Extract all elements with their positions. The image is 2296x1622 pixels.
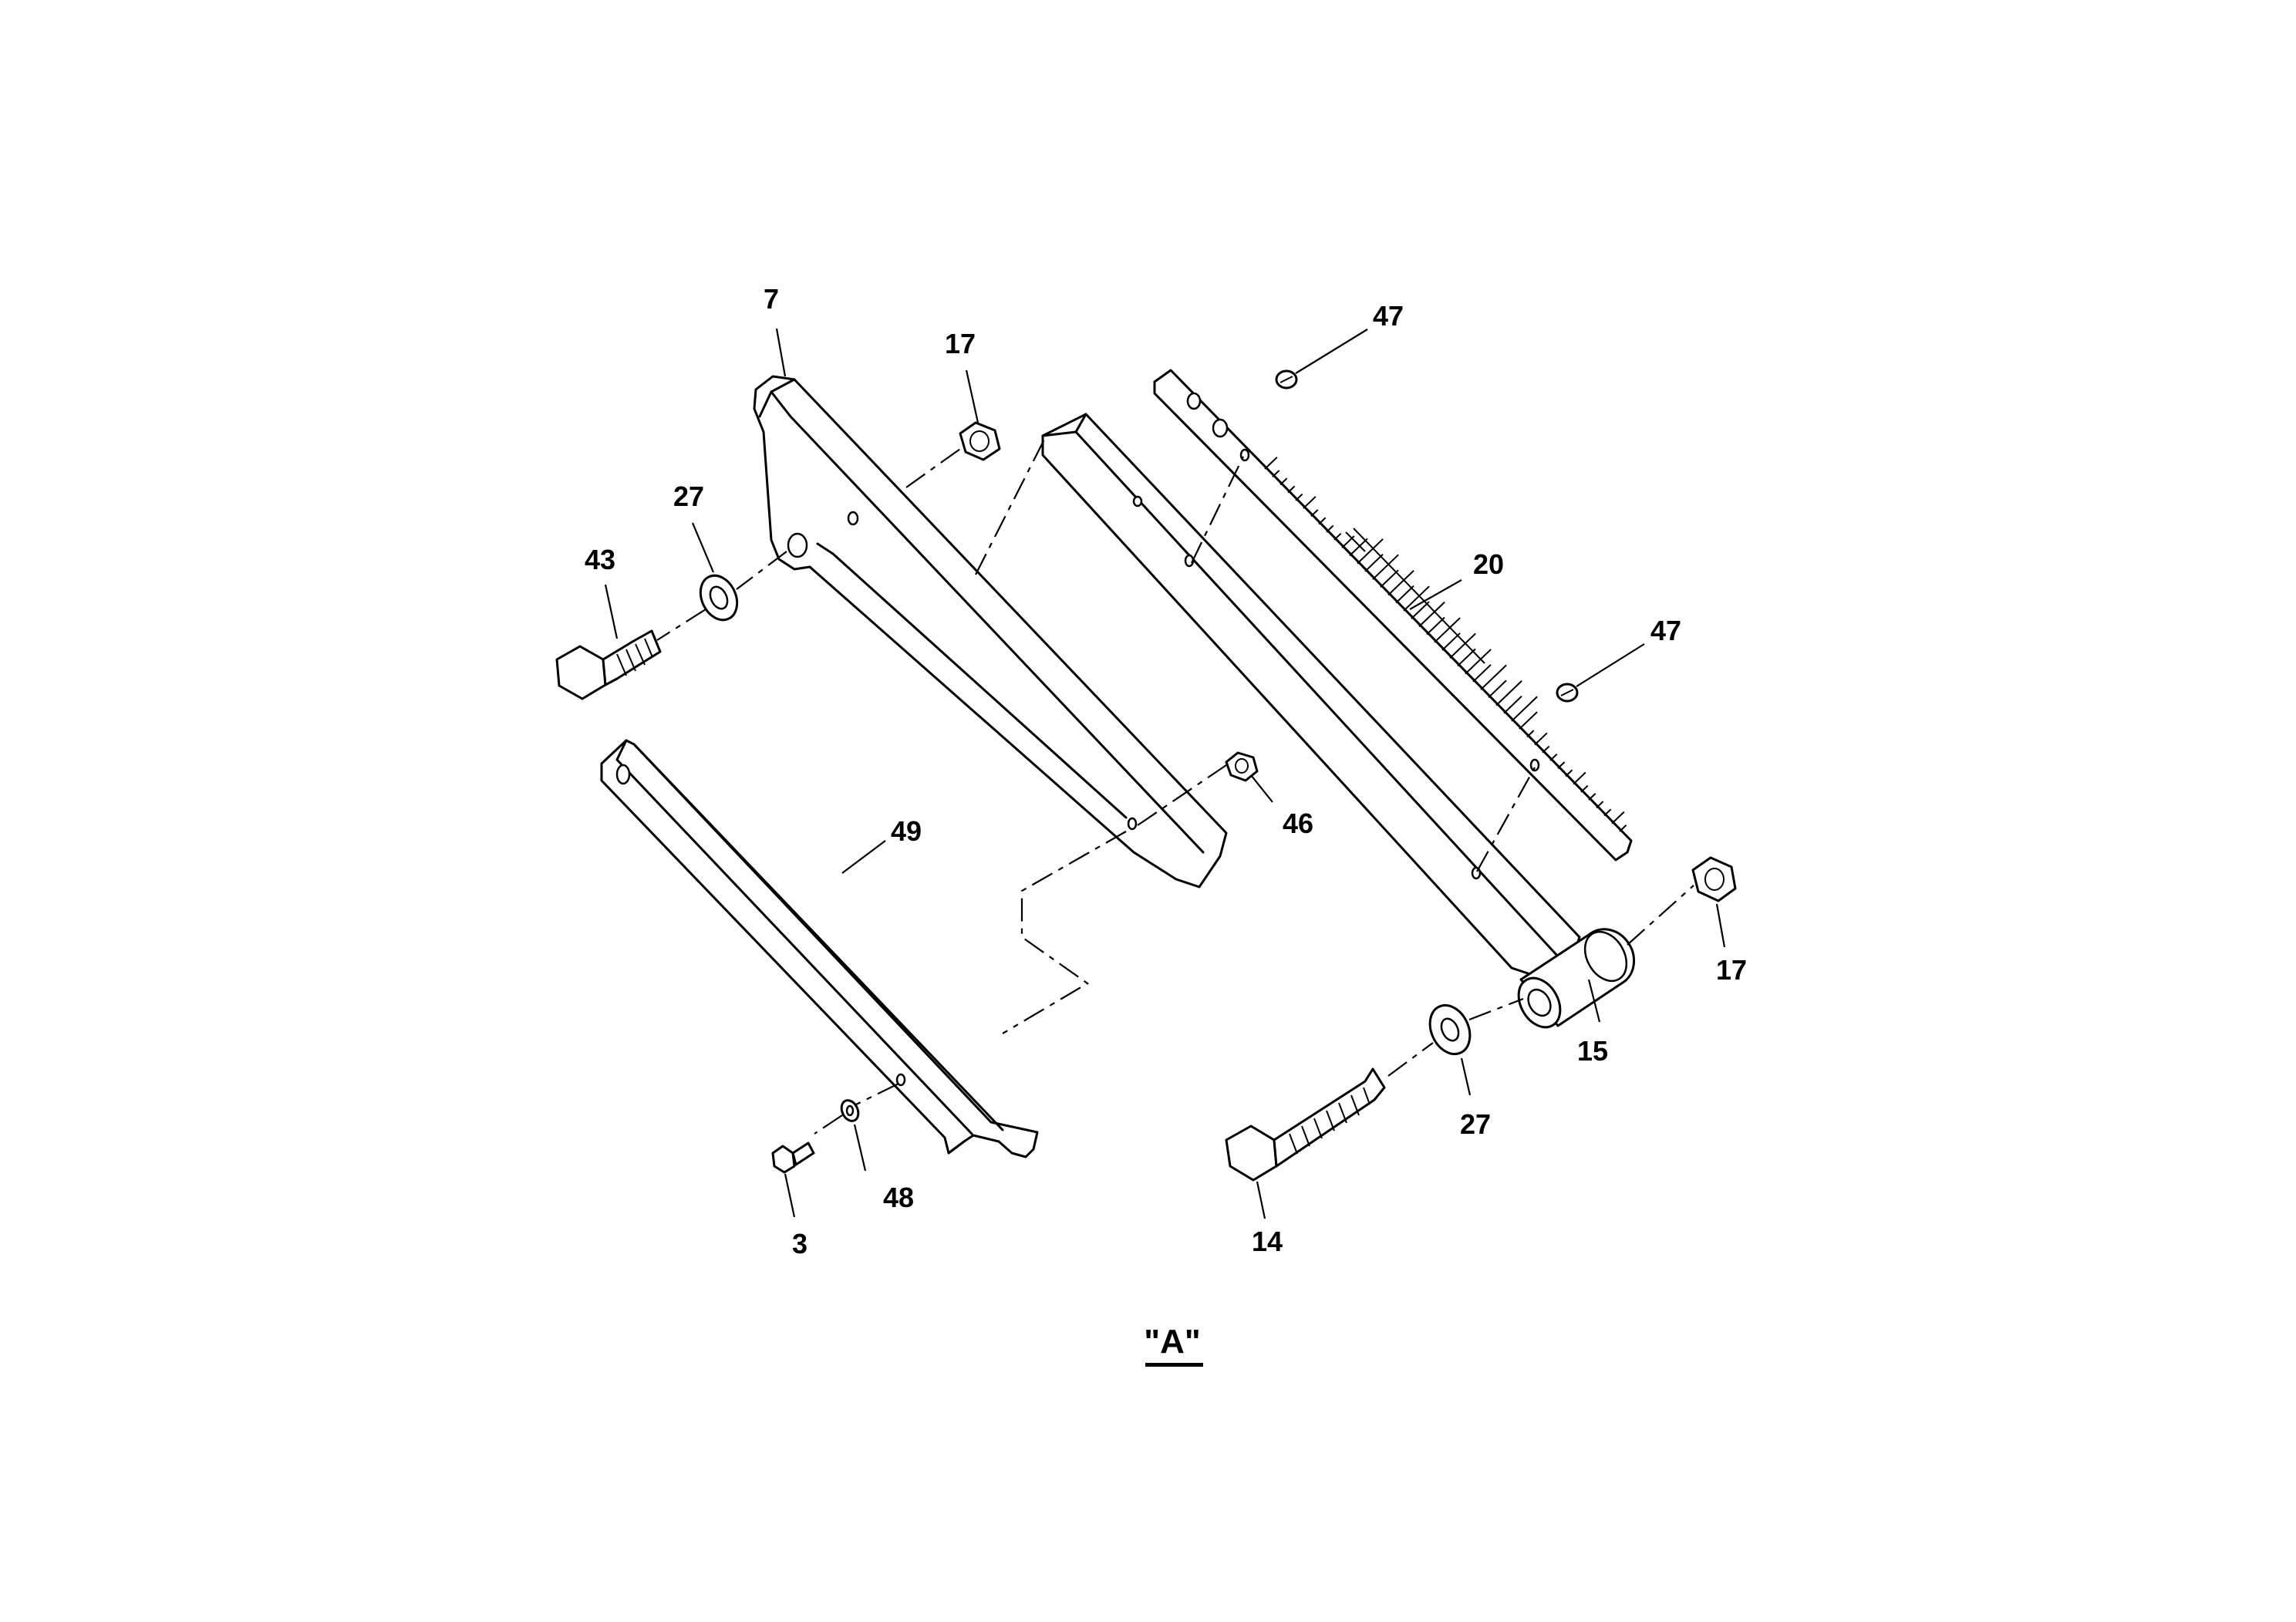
part-27-washer-lower — [1428, 1003, 1472, 1056]
scale-tick — [1434, 617, 1461, 643]
scale-tick — [1303, 496, 1317, 509]
part-47-screw-upper — [1275, 369, 1298, 389]
scale-tick — [1526, 730, 1535, 738]
scale-tick — [1534, 732, 1548, 746]
scale-tick — [1387, 570, 1414, 596]
view-label-underline — [1145, 1363, 1203, 1367]
part-17-nut-upper — [959, 421, 1001, 461]
scale-tick — [1495, 680, 1522, 706]
scale-tick — [1333, 532, 1342, 541]
callout-47-lower: 47 — [1650, 615, 1681, 646]
part-49-lower-channel — [600, 739, 1039, 1158]
scale-tick — [1372, 554, 1399, 580]
part-3-screw — [771, 1141, 815, 1174]
callout-17-upper: 17 — [945, 328, 976, 359]
callout-48: 48 — [883, 1182, 914, 1213]
scale-tick — [1588, 793, 1596, 801]
callout-47-upper: 47 — [1373, 300, 1404, 332]
scale-tick — [1519, 711, 1538, 730]
scale-tick — [1611, 811, 1625, 824]
scale-graduation-ticks — [1264, 457, 1627, 832]
assembly-centerlines — [656, 437, 1694, 1135]
scale-tick — [1549, 754, 1558, 761]
scale-tick — [1619, 824, 1627, 832]
scale-tick — [1465, 649, 1492, 675]
view-label: "A" — [1144, 1323, 1203, 1367]
scale-tick — [1318, 517, 1327, 525]
part-48-washer — [840, 1099, 860, 1122]
part-27-washer-upper — [699, 574, 739, 622]
callout-7: 7 — [764, 283, 779, 315]
scale-tick — [1364, 554, 1384, 572]
scale-tick — [1426, 616, 1445, 636]
scale-tick — [1472, 664, 1492, 683]
scale-tick — [1580, 784, 1589, 793]
scale-tick — [1565, 769, 1573, 777]
part-7-bracket-arm — [753, 375, 1228, 889]
part-14-bolt — [1225, 1067, 1386, 1182]
part-46-nut — [1225, 751, 1259, 782]
scale-tick — [1596, 801, 1604, 809]
scale-tick — [1310, 509, 1319, 518]
scale-tick — [1411, 601, 1430, 619]
scale-tick — [1449, 632, 1476, 659]
part-15-slide-arm — [1041, 413, 1636, 1029]
scale-tick — [1603, 808, 1612, 817]
scale-tick — [1480, 664, 1507, 690]
callout-27-lower: 27 — [1460, 1108, 1491, 1140]
callout-49: 49 — [891, 815, 922, 847]
callout-leaders — [604, 328, 1726, 1219]
scale-tick — [1264, 457, 1278, 470]
part-17-nut-lower — [1691, 856, 1737, 902]
scale-tick — [1279, 477, 1288, 486]
part-20-scale-plate — [1153, 369, 1633, 862]
callout-43: 43 — [585, 544, 615, 575]
callout-15: 15 — [1577, 1035, 1608, 1067]
scale-tick — [1418, 601, 1445, 628]
scale-tick — [1357, 538, 1384, 565]
scale-tick — [1542, 745, 1550, 754]
part-43-bolt — [555, 629, 662, 700]
callout-20: 20 — [1473, 548, 1504, 580]
scale-tick — [1272, 470, 1280, 477]
callout-14: 14 — [1252, 1226, 1283, 1257]
scale-tick — [1326, 524, 1334, 533]
scale-tick — [1511, 696, 1538, 722]
view-label-text: "A" — [1144, 1323, 1201, 1361]
scale-tick — [1488, 679, 1507, 699]
scale-tick — [1395, 585, 1414, 604]
scale-tick — [1380, 569, 1399, 588]
scale-tick — [1287, 485, 1296, 494]
callout-27-upper: 27 — [673, 481, 704, 512]
scale-tick — [1557, 761, 1566, 769]
scale-tick — [1573, 771, 1586, 785]
scale-tick — [1503, 695, 1522, 714]
callout-46: 46 — [1283, 808, 1313, 839]
scale-tick — [1403, 585, 1430, 612]
scale-tick — [1295, 493, 1303, 501]
callout-17-lower: 17 — [1716, 954, 1747, 986]
part-47-screw-lower — [1556, 683, 1579, 703]
callout-3: 3 — [792, 1228, 807, 1259]
callout-labels: 7 17 27 43 47 20 47 46 49 17 15 27 14 48… — [585, 283, 1747, 1259]
scale-tick — [1441, 632, 1461, 651]
scale-tick — [1349, 538, 1368, 557]
